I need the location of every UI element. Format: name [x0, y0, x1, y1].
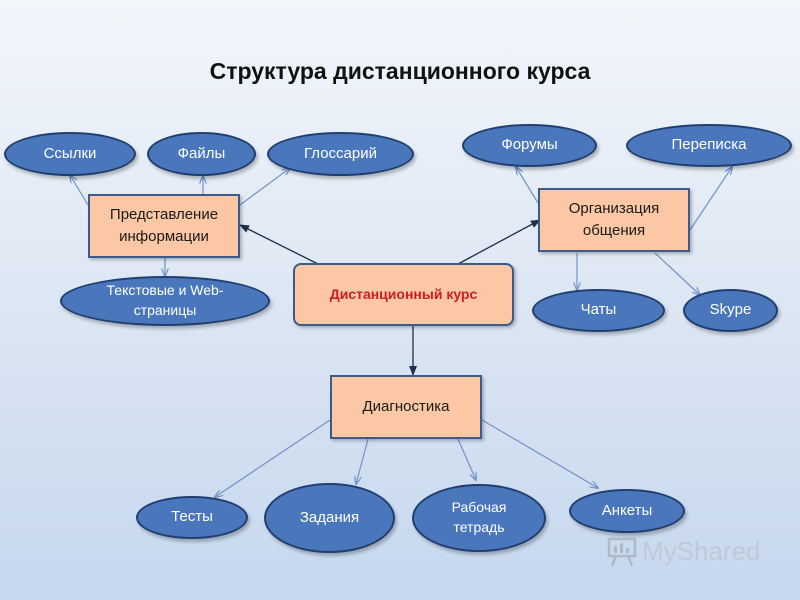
connector-diag-tests [215, 419, 331, 497]
communication-organization-box: Организация общения [538, 188, 690, 252]
oval-tests: Тесты [136, 496, 248, 539]
connector-diag-surveys [481, 419, 598, 488]
oval-chats: Чаты [532, 289, 665, 332]
connector-diag-tasks [356, 438, 369, 484]
connector-center-info [239, 224, 319, 265]
oval-text-web-pages: Текстовые и Web-страницы [60, 276, 270, 326]
presentation-board-icon [606, 537, 638, 567]
myshared-watermark: MyShared [606, 536, 761, 567]
connector-comm-skype [654, 252, 700, 295]
connector-comm-correspondence [689, 167, 732, 231]
oval-workbook: Рабочая тетрадь [412, 484, 546, 552]
watermark-text: MyShared [642, 536, 761, 566]
oval-glossary: Глоссарий [267, 132, 414, 176]
center-distance-course-box: Дистанционный курс [293, 263, 514, 326]
oval-tasks: Задания [264, 483, 395, 553]
oval-skype: Skype [683, 289, 778, 332]
connector-comm-forums [516, 167, 539, 204]
oval-surveys: Анкеты [569, 489, 685, 533]
connector-info-links [70, 175, 89, 206]
oval-correspondence: Переписка [626, 124, 792, 167]
connector-diag-workbook [457, 438, 476, 480]
connector-center-communication [457, 219, 541, 265]
diagnostics-box: Диагностика [330, 375, 482, 439]
oval-files: Файлы [147, 132, 256, 176]
connector-info-glossary [239, 168, 290, 206]
oval-links: Ссылки [4, 132, 136, 176]
slide-title: Структура дистанционного курса [209, 58, 591, 84]
oval-forums: Форумы [462, 124, 597, 167]
info-presentation-box: Представление информации [88, 194, 240, 258]
